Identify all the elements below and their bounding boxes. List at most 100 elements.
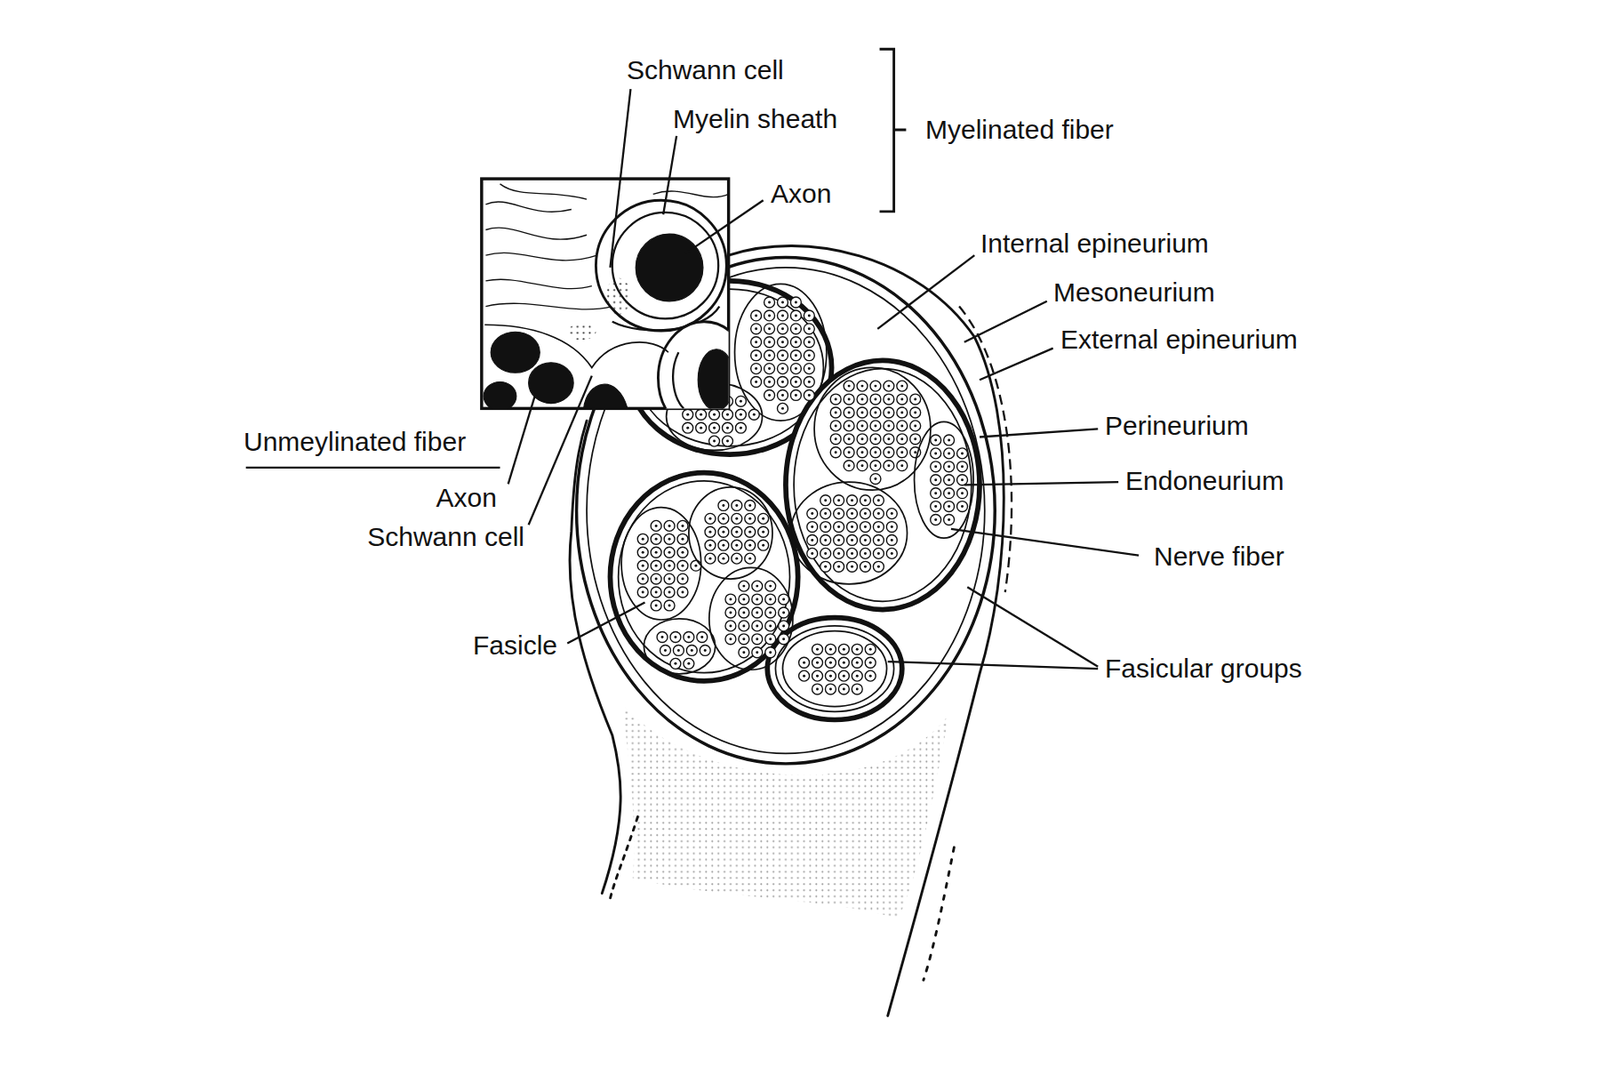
nerve-fiber <box>765 647 776 658</box>
axon-dot <box>808 340 811 344</box>
nerve-fiber <box>864 643 876 655</box>
nerve-fiber <box>883 380 895 392</box>
nerve-fiber <box>856 460 868 472</box>
axon-dot <box>848 410 851 414</box>
nerve-fiber <box>896 407 908 418</box>
nerve-fiber <box>765 607 776 618</box>
nerve-fiber <box>833 547 845 559</box>
nerve-fiber <box>870 393 881 405</box>
nerve-fiber <box>751 323 762 335</box>
axon-dot <box>655 591 658 594</box>
axon-dot <box>768 313 771 317</box>
axon-dot <box>829 661 832 664</box>
nerve-fiber <box>803 350 815 361</box>
axon-dot <box>726 440 729 443</box>
axon-dot <box>755 624 759 627</box>
nerve-fiber <box>704 539 716 551</box>
nerve-fiber <box>896 380 908 392</box>
nerve-fiber <box>790 389 801 400</box>
axon-dot <box>877 498 880 502</box>
fascicle-label: Fasicle <box>472 630 558 661</box>
nerve-fiber <box>738 633 750 645</box>
axon-dot <box>856 661 859 664</box>
nerve-fiber <box>883 460 895 472</box>
nerve-fiber <box>751 376 762 388</box>
axon-dot <box>829 648 832 651</box>
axon-dot <box>869 661 872 664</box>
axon-dot <box>687 635 690 639</box>
axon-dot <box>934 451 937 455</box>
nerve-fiber <box>957 461 968 472</box>
nerve-fiber <box>664 600 675 611</box>
nerve-fiber <box>820 495 832 506</box>
axon-dot <box>768 624 772 627</box>
axon-dot <box>768 610 772 614</box>
axon-dot <box>808 393 811 397</box>
nerve-fiber <box>744 526 756 537</box>
nerve-fiber <box>664 573 675 584</box>
axon-dot <box>861 437 864 440</box>
axon-dot <box>768 598 772 601</box>
nerve-fiber <box>843 393 855 405</box>
axon-dot <box>877 512 880 515</box>
nerve-fiber <box>738 620 750 632</box>
nerve-fiber-label: Nerve fiber <box>1153 541 1285 572</box>
axon-dot <box>794 327 798 330</box>
axon-dot <box>869 648 872 651</box>
nerve-fiber <box>718 539 729 551</box>
axon-dot <box>834 398 838 401</box>
nerve-fiber <box>778 633 790 645</box>
nerve-fiber <box>812 656 824 668</box>
nerve-fiber <box>744 539 756 551</box>
nerve-fiber <box>718 552 729 564</box>
axon-dot <box>742 598 745 601</box>
nerve-fiber <box>860 495 872 506</box>
axon-dot <box>861 384 864 388</box>
nerve-fiber <box>650 573 662 584</box>
label-underline <box>246 466 501 469</box>
axon-dot <box>934 438 937 441</box>
nerve-fiber <box>830 433 841 445</box>
axon-dot <box>655 537 658 541</box>
bracket <box>880 48 907 212</box>
nerve-fiber <box>690 560 702 571</box>
nerve-fiber <box>790 376 801 388</box>
nerve-fiber <box>790 323 801 335</box>
nerve-fiber <box>650 546 662 558</box>
axon-dot <box>768 637 772 640</box>
axon-dot <box>802 661 806 664</box>
nerve-fiber <box>820 560 832 572</box>
axon-dot <box>877 525 880 528</box>
perineurium-label: Perineurium <box>1104 410 1249 441</box>
axon-dot <box>864 525 867 528</box>
nerve-fiber <box>944 488 955 499</box>
axon-dot <box>748 544 752 547</box>
perineurium <box>775 625 894 712</box>
nerve-fiber <box>744 499 756 511</box>
axon-dot <box>668 564 672 568</box>
axon-dot <box>700 635 704 639</box>
nerve-fiber <box>682 422 694 433</box>
axon-dot <box>900 424 904 427</box>
nerve-fiber <box>764 363 776 375</box>
nerve-fiber <box>764 389 776 400</box>
nerve-fiber <box>807 521 818 533</box>
axon-dot <box>810 552 814 555</box>
nerve-fiber <box>886 534 897 545</box>
nerve-fiber <box>851 643 863 655</box>
axon-dot <box>861 398 864 401</box>
internal-epineurium-label: Internal epineurium <box>980 228 1209 259</box>
axon-dot <box>781 327 784 330</box>
nerve-fiber <box>664 546 675 558</box>
nerve-fiber <box>833 495 845 506</box>
nerve-fiber <box>803 376 815 388</box>
perineurium <box>793 368 972 602</box>
nerve-fiber <box>725 607 736 618</box>
nerve-fiber <box>830 420 841 432</box>
nerve-fiber <box>752 647 763 658</box>
nerve-fiber <box>696 408 707 420</box>
axon-dot <box>728 637 732 640</box>
axon-dot <box>728 610 732 614</box>
nerve-fiber <box>664 560 675 571</box>
axon-label: Axon <box>770 178 832 209</box>
